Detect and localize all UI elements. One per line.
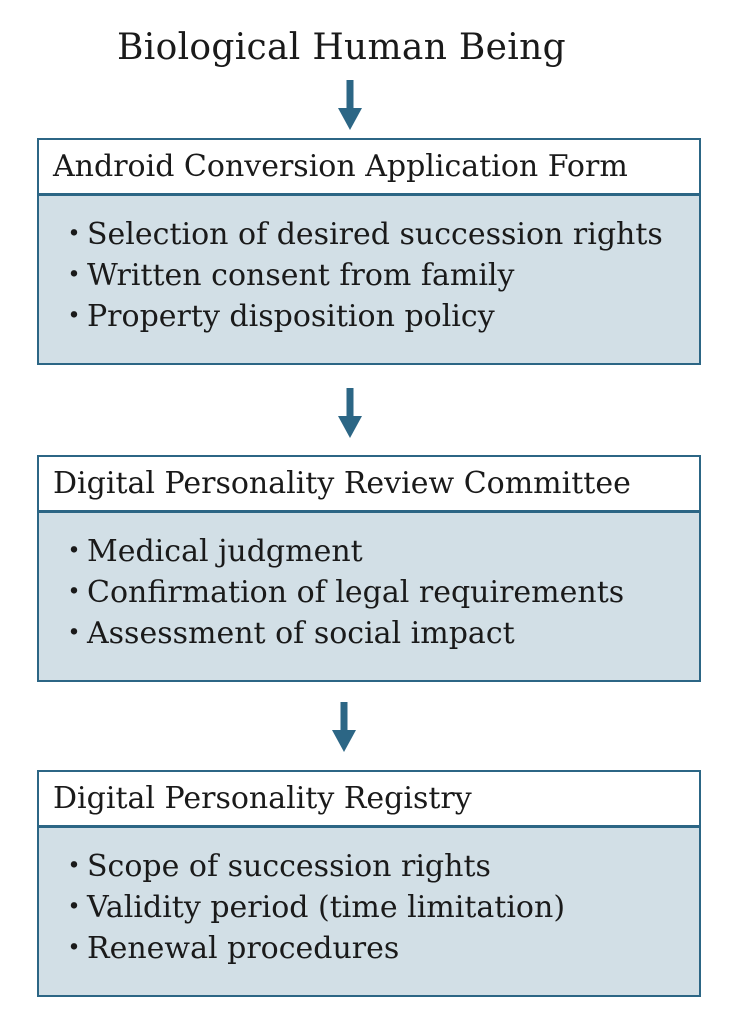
diagram-title: Biological Human Being	[117, 27, 566, 68]
down-arrow-icon	[338, 80, 362, 132]
list-item-text: Scope of succession rights	[87, 849, 491, 884]
down-arrow-icon	[332, 702, 356, 754]
list-item: ・Renewal procedures	[59, 928, 699, 969]
application-form-box: Android Conversion Application Form ・Sel…	[37, 138, 701, 365]
down-arrow-icon	[338, 388, 362, 440]
list-item: ・Scope of succession rights	[59, 846, 699, 887]
review-committee-box: Digital Personality Review Committee ・Me…	[37, 455, 701, 682]
list-item: ・Selection of desired succession rights	[59, 214, 699, 255]
personality-registry-header: Digital Personality Registry	[39, 772, 699, 828]
list-item: ・Property disposition policy	[59, 296, 699, 337]
bullet-icon: ・	[59, 616, 89, 651]
list-item: ・Validity period (time limitation)	[59, 887, 699, 928]
list-item-text: Confirmation of legal requirements	[87, 575, 625, 610]
list-item-text: Renewal procedures	[87, 931, 400, 966]
application-form-list: ・Selection of desired succession rights …	[39, 196, 699, 337]
list-item-text: Property disposition policy	[87, 299, 495, 334]
bullet-icon: ・	[59, 217, 89, 252]
bullet-icon: ・	[59, 258, 89, 293]
list-item: ・Written consent from family	[59, 255, 699, 296]
personality-registry-list: ・Scope of succession rights ・Validity pe…	[39, 828, 699, 969]
list-item-text: Assessment of social impact	[87, 616, 515, 651]
personality-registry-box: Digital Personality Registry ・Scope of s…	[37, 770, 701, 997]
bullet-icon: ・	[59, 890, 89, 925]
application-form-header: Android Conversion Application Form	[39, 140, 699, 196]
bullet-icon: ・	[59, 534, 89, 569]
list-item-text: Validity period (time limitation)	[87, 890, 566, 925]
list-item: ・Medical judgment	[59, 531, 699, 572]
review-committee-header: Digital Personality Review Committee	[39, 457, 699, 513]
list-item-text: Medical judgment	[87, 534, 363, 569]
list-item: ・Confirmation of legal requirements	[59, 572, 699, 613]
bullet-icon: ・	[59, 849, 89, 884]
list-item-text: Written consent from family	[87, 258, 515, 293]
bullet-icon: ・	[59, 931, 89, 966]
review-committee-list: ・Medical judgment ・Confirmation of legal…	[39, 513, 699, 654]
bullet-icon: ・	[59, 575, 89, 610]
list-item: ・Assessment of social impact	[59, 613, 699, 654]
list-item-text: Selection of desired succession rights	[87, 217, 663, 252]
bullet-icon: ・	[59, 299, 89, 334]
